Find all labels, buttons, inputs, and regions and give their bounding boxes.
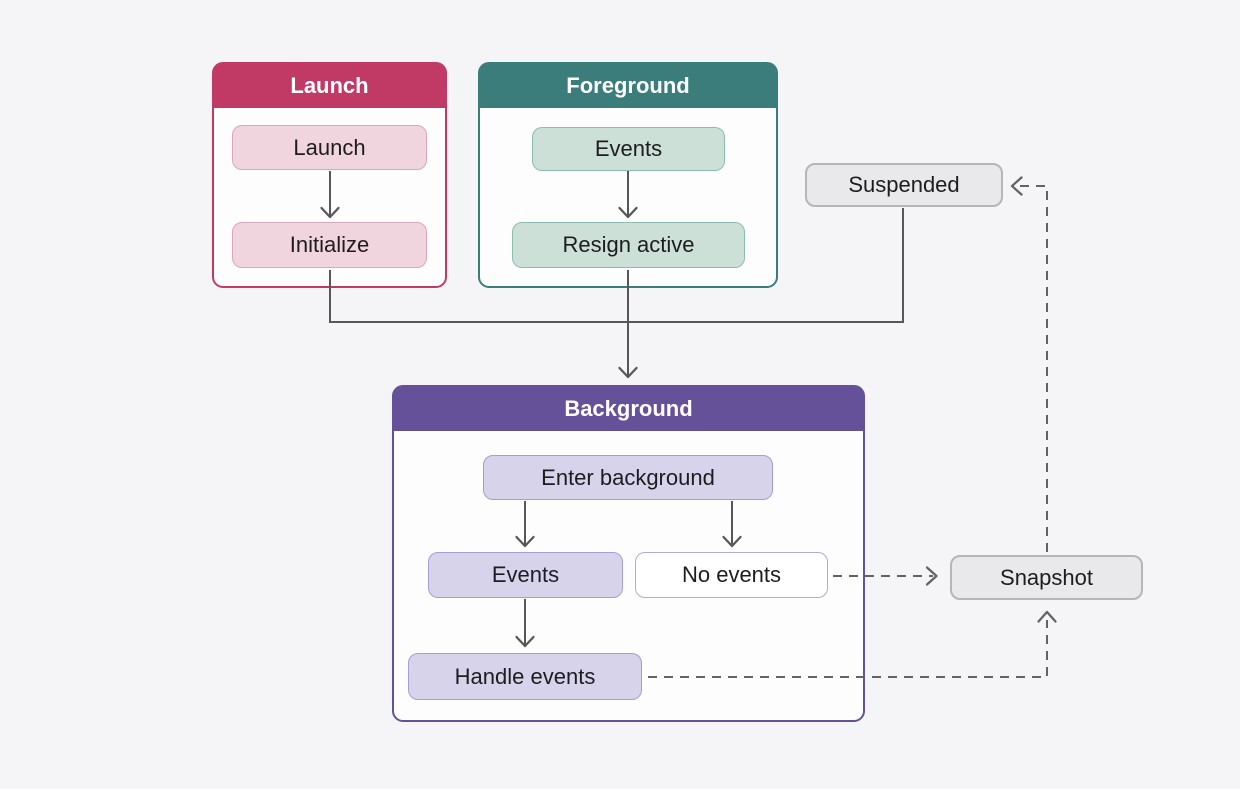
group-background: Background Enter background Events No ev… <box>392 385 865 722</box>
node-initialize: Initialize <box>232 222 427 268</box>
node-snapshot-label: Snapshot <box>1000 564 1093 590</box>
node-handle-events: Handle events <box>408 653 642 700</box>
node-launch-label: Launch <box>293 134 366 160</box>
node-background-events-label: Events <box>491 562 560 587</box>
node-foreground-events: Events <box>532 127 725 171</box>
group-foreground: Foreground Events Resign active <box>478 62 778 288</box>
arrowhead-handle-events-to-snapshot <box>1037 610 1057 623</box>
node-resign-active-label: Resign active <box>562 232 695 257</box>
node-snapshot: Snapshot <box>950 555 1143 600</box>
group-launch-title: Launch <box>290 73 369 98</box>
node-no-events: No events <box>635 552 828 598</box>
group-foreground-header: Foreground <box>480 64 776 108</box>
group-launch: Launch Launch Initialize <box>212 62 447 288</box>
node-resign-active: Resign active <box>512 222 745 268</box>
node-background-events: Events <box>428 552 623 598</box>
node-initialize-label: Initialize <box>289 232 370 257</box>
node-handle-events-label: Handle events <box>454 663 596 689</box>
node-enter-background: Enter background <box>483 455 773 500</box>
node-suspended-label: Suspended <box>848 172 960 197</box>
node-launch: Launch <box>232 125 427 170</box>
node-enter-background-label: Enter background <box>541 464 715 490</box>
node-foreground-events-label: Events <box>594 136 663 161</box>
group-background-header: Background <box>394 387 863 431</box>
arrowhead-no-events-to-snapshot <box>925 566 938 586</box>
node-suspended: Suspended <box>805 163 1003 207</box>
group-background-title: Background <box>564 396 693 421</box>
node-no-events-label: No events <box>681 562 782 587</box>
dashed-snapshot-to-suspended <box>1020 185 1048 552</box>
arrowhead-snapshot-to-suspended <box>1010 176 1023 196</box>
group-launch-header: Launch <box>214 64 445 108</box>
group-foreground-title: Foreground <box>566 73 690 98</box>
arrowhead-to-background <box>618 366 638 379</box>
